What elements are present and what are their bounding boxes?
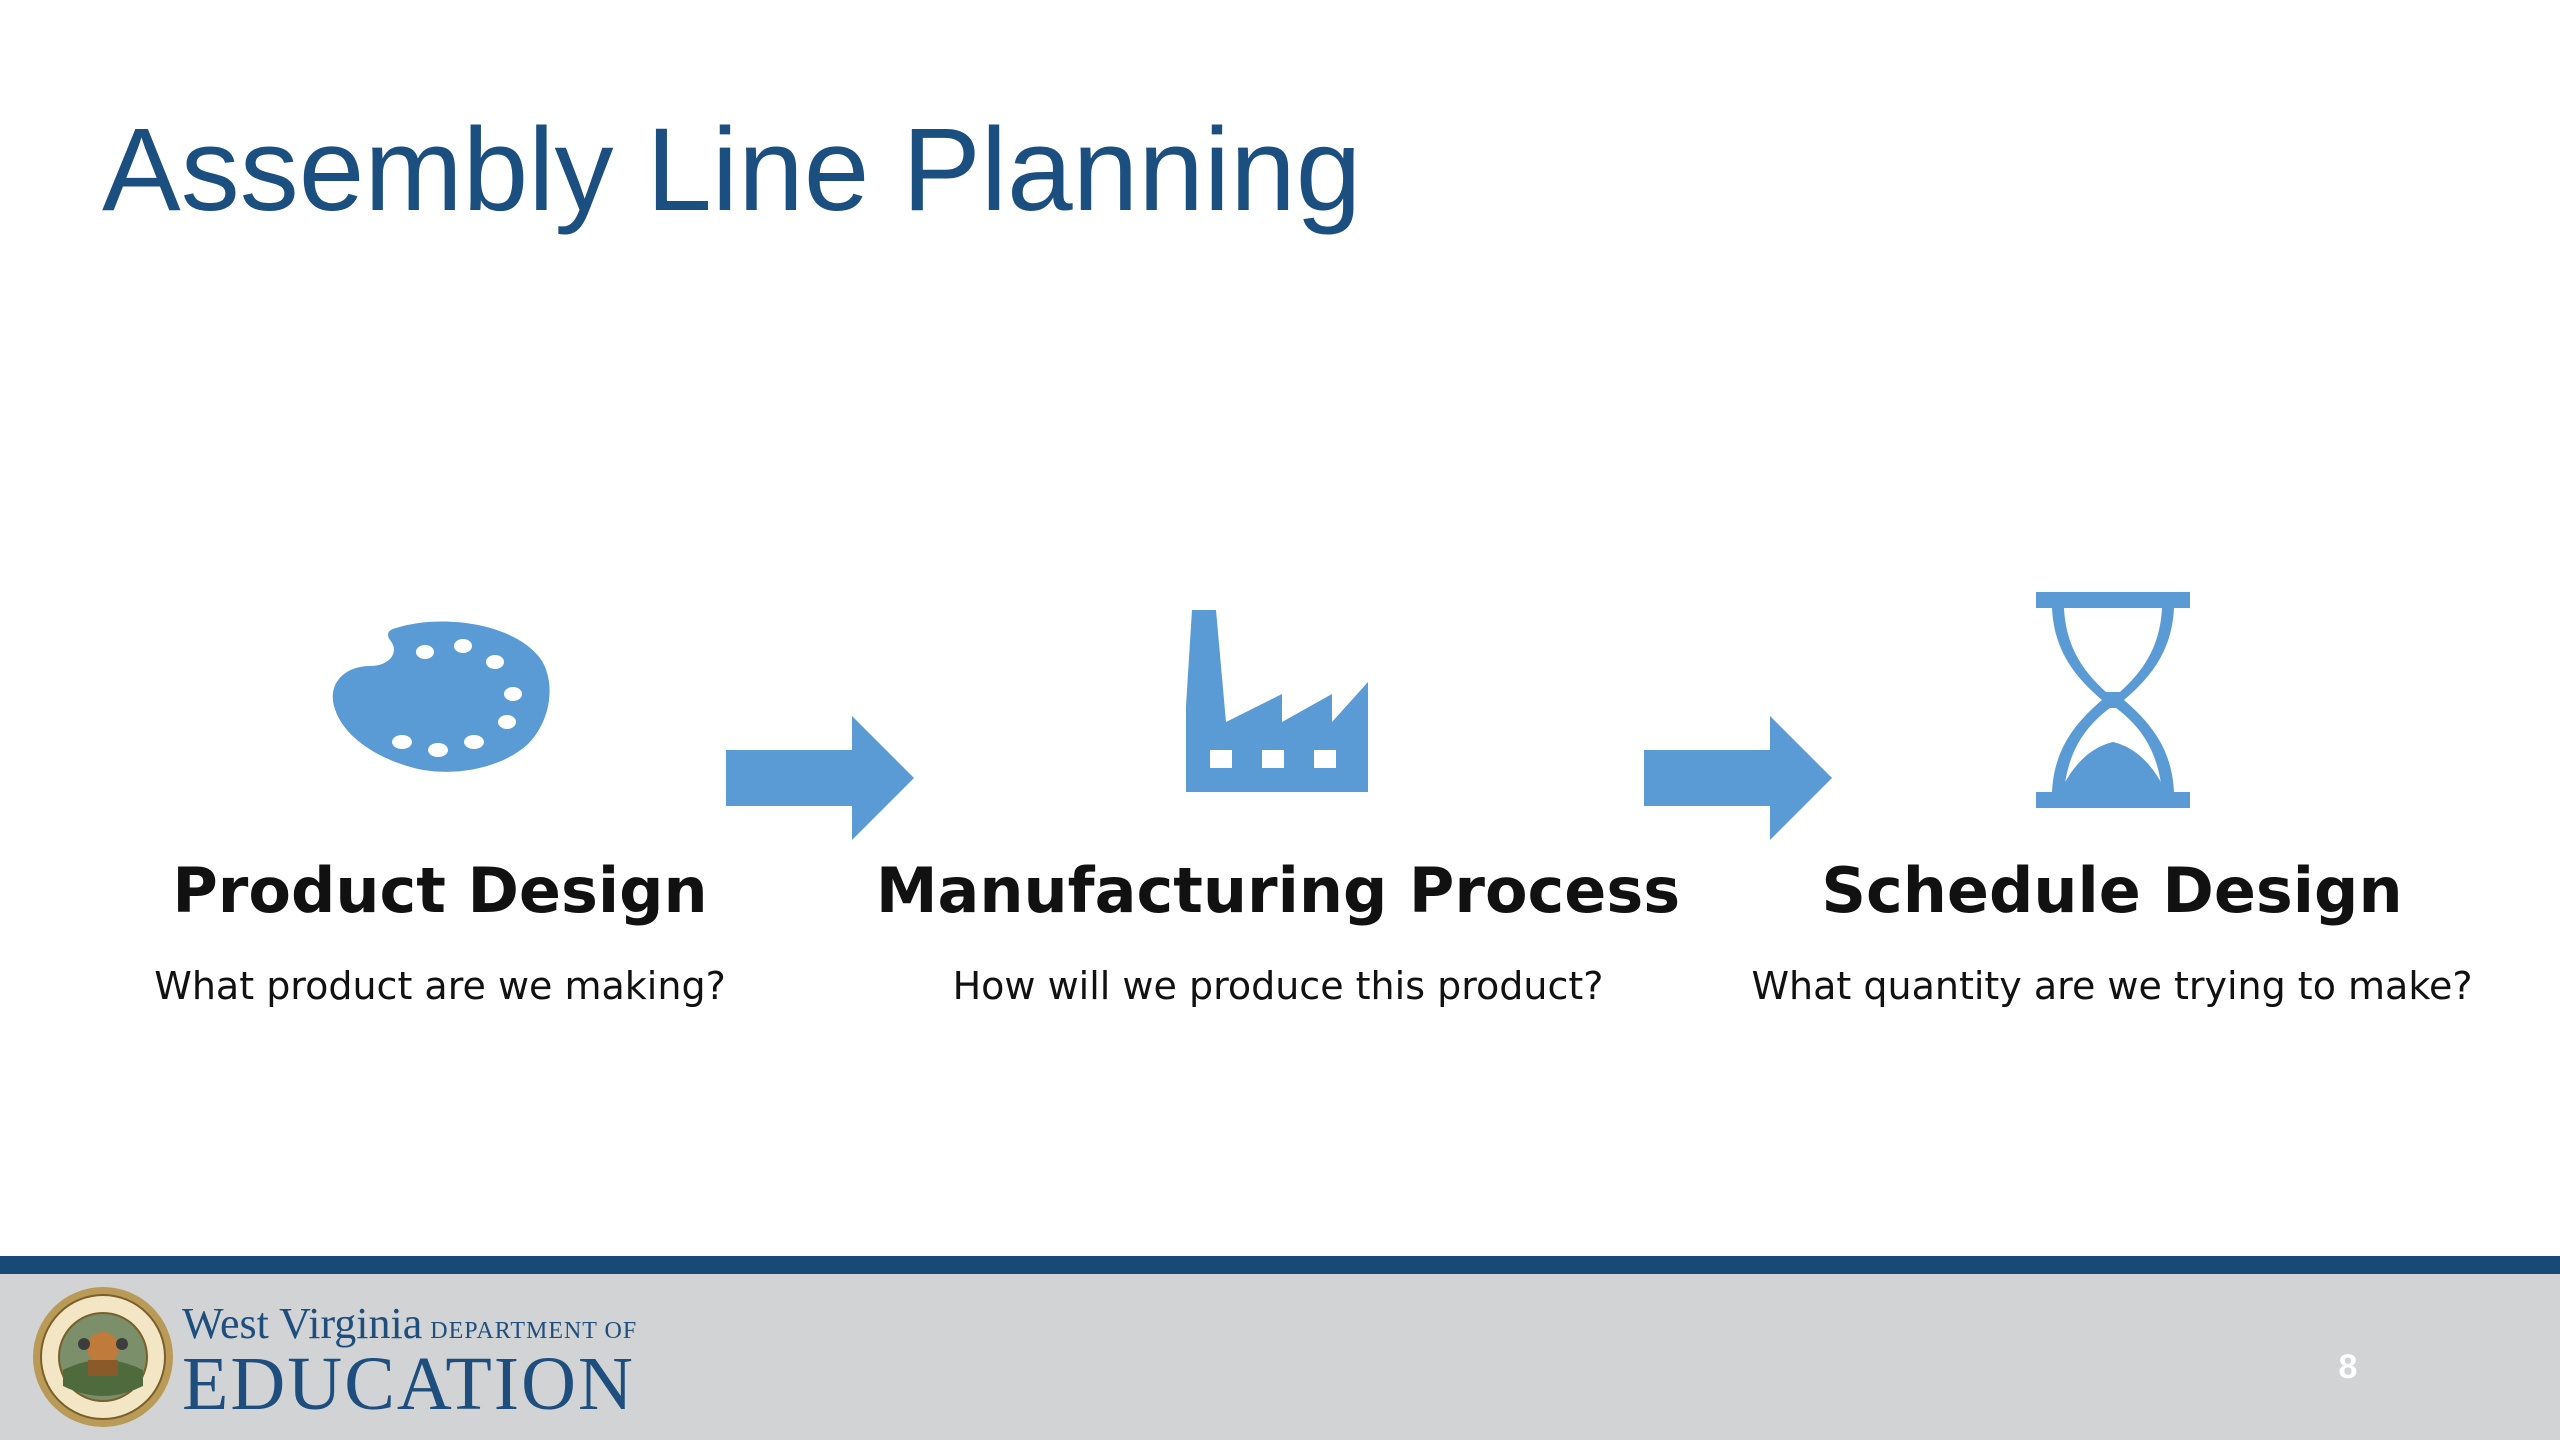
- page-number: 8: [2338, 1348, 2358, 1386]
- step-heading-product-design: Product Design: [172, 854, 708, 927]
- brand-wordmark-top: West Virginia DEPARTMENT OF: [182, 1302, 637, 1346]
- right-arrow-icon: [1644, 716, 1832, 840]
- step-question-manufacturing-process: How will we produce this product?: [952, 964, 1604, 1008]
- state-seal-logo: [33, 1287, 173, 1427]
- step-heading-schedule-design: Schedule Design: [1821, 854, 2403, 927]
- step-heading-manufacturing-process: Manufacturing Process: [875, 854, 1681, 927]
- palette-icon: [332, 621, 550, 772]
- brand-department: DEPARTMENT OF: [430, 1318, 638, 1344]
- slide-title: Assembly Line Planning: [102, 104, 1362, 236]
- right-arrow-icon: [726, 716, 914, 840]
- factory-icon: [1186, 610, 1368, 792]
- hourglass-icon: [2036, 592, 2190, 808]
- brand-education: EDUCATION: [182, 1342, 635, 1426]
- step-question-product-design: What product are we making?: [154, 964, 726, 1008]
- brand-state-name: West Virginia: [182, 1299, 423, 1348]
- step-question-schedule-design: What quantity are we trying to make?: [1751, 964, 2473, 1008]
- footer-band: [0, 1256, 2560, 1274]
- footer: West Virginia DEPARTMENT OF EDUCATION 8: [0, 1274, 2560, 1440]
